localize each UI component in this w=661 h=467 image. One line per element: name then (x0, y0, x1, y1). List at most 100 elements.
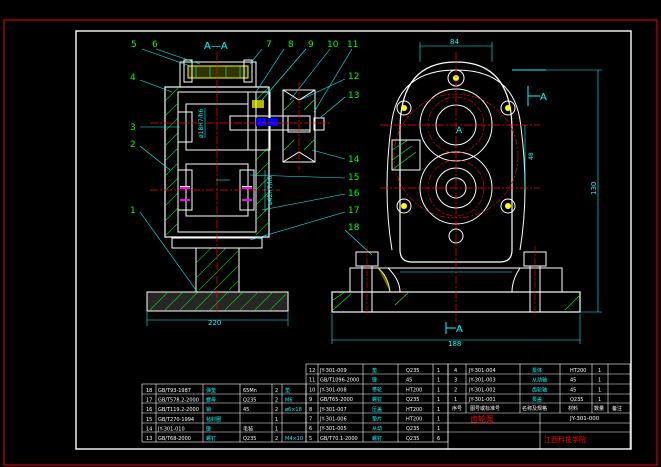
part-qty: 1 (598, 378, 601, 384)
part-material: Q235 (406, 397, 419, 403)
dim-shaft: ø18H7/h6 (198, 109, 205, 138)
part-qty: 1 (437, 368, 440, 374)
part-name: 泵体 (532, 367, 542, 374)
part-no: 12 (309, 368, 315, 374)
callout-11: 11 (347, 40, 358, 50)
part-no: 5 (309, 436, 312, 442)
callout-12: 12 (348, 72, 359, 82)
part-material: 毛毡 (243, 425, 253, 432)
part-code: JY-301-007 (319, 407, 347, 413)
part-name: 销 (206, 406, 211, 413)
part-material: 45 (406, 378, 412, 384)
part-no: 1 (454, 397, 457, 403)
part-qty: 1 (598, 387, 601, 393)
part-material: HT200 (406, 387, 422, 393)
part-qty: 1 (598, 368, 601, 374)
part-material: 45 (570, 378, 576, 384)
part-no: 3 (454, 378, 457, 384)
callout-13: 13 (348, 91, 359, 101)
part-code: JY-301-010 (157, 426, 185, 432)
part-name: 键 (372, 377, 377, 384)
callout-16: 16 (348, 189, 360, 199)
section-marker-top: A (540, 92, 547, 103)
part-material: Q235 (406, 426, 419, 432)
callout-10: 10 (327, 40, 339, 50)
part-code: JY-301-009 (319, 368, 347, 374)
part-name: 键 (206, 425, 211, 432)
part-material: 45 (243, 407, 249, 413)
part-material: Q235 (570, 397, 583, 403)
part-code: JY-301-002 (468, 387, 496, 393)
part-code: JY-301-008 (319, 387, 347, 393)
callout-17: 17 (348, 206, 359, 216)
view-marker: A (456, 126, 463, 136)
part-name: 螺钉 (372, 396, 382, 403)
header-cell: 数量 (594, 405, 604, 412)
part-no: 13 (146, 436, 152, 442)
part-material: Q235 (406, 436, 419, 442)
callout-15: 15 (348, 173, 359, 183)
header-cell: 备注 (612, 405, 622, 412)
part-code: JY-301-006 (319, 417, 347, 423)
dim-gear: ø42H7/h6 (267, 176, 274, 205)
section-label: A—A (204, 41, 228, 52)
part-code: JY-301-001 (468, 397, 496, 403)
callout-3: 3 (130, 123, 136, 133)
part-material: Q235 (406, 368, 419, 374)
section-marker-bottom: A (456, 324, 463, 335)
part-no: 2 (454, 387, 457, 393)
part-qty: 1 (437, 417, 440, 423)
base-plate (146, 291, 289, 312)
part-note: M4×10 (285, 436, 303, 442)
part-name: 毡封圈 (206, 416, 221, 423)
front-body-outline (399, 61, 513, 263)
part-name: 从动 (372, 425, 382, 432)
part-qty: 2 (275, 407, 278, 413)
part-material: 45 (570, 387, 576, 393)
dim-base-width: 220 (208, 319, 221, 327)
part-qty: 1 (437, 378, 440, 384)
part-name: 螺钉 (206, 435, 216, 442)
part-name: 齿轮轴 (532, 386, 547, 393)
part-note: M6 (285, 398, 293, 404)
part-code: GB/T578.2-2000 (158, 398, 199, 404)
dim-side-width: 188 (448, 340, 461, 348)
part-material: Q235 (243, 398, 256, 404)
part-no: 16 (146, 407, 152, 413)
callout-1: 1 (130, 206, 136, 216)
part-no: 17 (146, 398, 152, 404)
header-cell: 材料 (568, 405, 578, 412)
part-qty: 2 (275, 398, 278, 404)
part-no: 14 (146, 426, 152, 432)
part-code: GB/T270-1994 (158, 417, 194, 423)
part-no: 10 (309, 387, 315, 393)
part-name: 泵盖 (532, 396, 542, 403)
drawing-name: 齿轮泵 (470, 414, 494, 424)
part-name: 带轮 (372, 386, 382, 393)
dim-top-width: 84 (450, 38, 459, 46)
header-cell: 序号 (452, 405, 462, 412)
part-material: 65Mn (243, 388, 257, 394)
part-qty: 1 (598, 397, 601, 403)
drawing-number: JY-301-000 (569, 416, 600, 422)
part-material: HT200 (406, 407, 422, 413)
part-qty: 1 (437, 407, 440, 413)
dim-height: 130 (590, 182, 598, 195)
part-code: GB/T65-2000 (320, 397, 353, 403)
part-no: 11 (309, 378, 315, 384)
part-note: 垫 (285, 387, 290, 394)
part-name: 垫片 (372, 416, 382, 423)
part-material: HT200 (406, 417, 422, 423)
callout-4: 4 (130, 73, 136, 83)
part-name: 从动轴 (532, 377, 547, 384)
part-no: 8 (309, 407, 312, 413)
school-name: 江西科技学院 (544, 435, 586, 444)
part-material: HT200 (570, 368, 586, 374)
part-code: GB/T93-1987 (158, 388, 191, 394)
part-qty: 1 (437, 387, 440, 393)
part-qty: 2 (275, 388, 278, 394)
part-code: JY-301-003 (468, 378, 496, 384)
part-no: 4 (454, 368, 457, 374)
part-no: 18 (146, 388, 152, 394)
